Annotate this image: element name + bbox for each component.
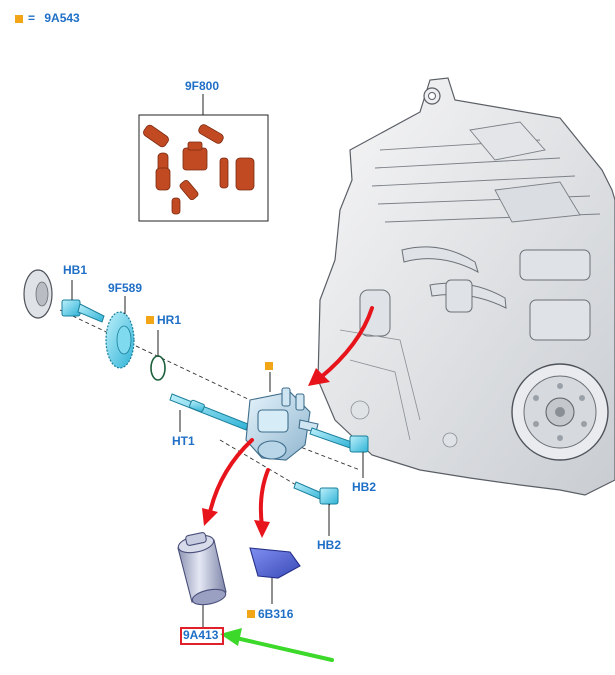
- label-9f589[interactable]: 9F589: [108, 281, 143, 295]
- legend-marker-hr1: [146, 316, 154, 324]
- fuel-pump: [245, 387, 319, 461]
- shield-cover: [249, 547, 301, 579]
- label-9a413-highlight: [180, 627, 224, 645]
- hb2-bolt-lower: [293, 481, 339, 505]
- label-hr1[interactable]: HR1: [157, 313, 182, 327]
- gear: [105, 311, 135, 369]
- label-hb1[interactable]: HB1: [63, 263, 88, 277]
- legend-marker-pump: [265, 362, 273, 370]
- label-9f800[interactable]: 9F800: [185, 79, 220, 93]
- pulley-disk: [23, 269, 53, 319]
- legend-code: 9A543: [44, 11, 80, 25]
- hb2-bolt-upper: [309, 427, 369, 453]
- label-6b316[interactable]: 6B316: [258, 607, 294, 621]
- legend-marker-6b316: [247, 610, 255, 618]
- label-hb2-lower[interactable]: HB2: [317, 538, 342, 552]
- label-hb2-upper[interactable]: HB2: [352, 480, 377, 494]
- green-arrow: [234, 636, 334, 662]
- o-ring: [150, 355, 166, 381]
- legend-marker-square: [15, 15, 23, 23]
- fuel-filter: [177, 532, 227, 606]
- flywheel: [511, 363, 609, 461]
- label-ht1[interactable]: HT1: [172, 434, 195, 448]
- engine-assembly: [317, 77, 615, 496]
- ht1-stud: [169, 393, 249, 431]
- label-9a413[interactable]: 9A413: [183, 628, 219, 642]
- legend-text: = 9A543: [28, 11, 80, 25]
- hb1-bolt: [61, 299, 105, 323]
- red-arrows: [208, 306, 374, 528]
- seal-kit-parts: [143, 124, 255, 215]
- legend-equals: =: [28, 11, 36, 25]
